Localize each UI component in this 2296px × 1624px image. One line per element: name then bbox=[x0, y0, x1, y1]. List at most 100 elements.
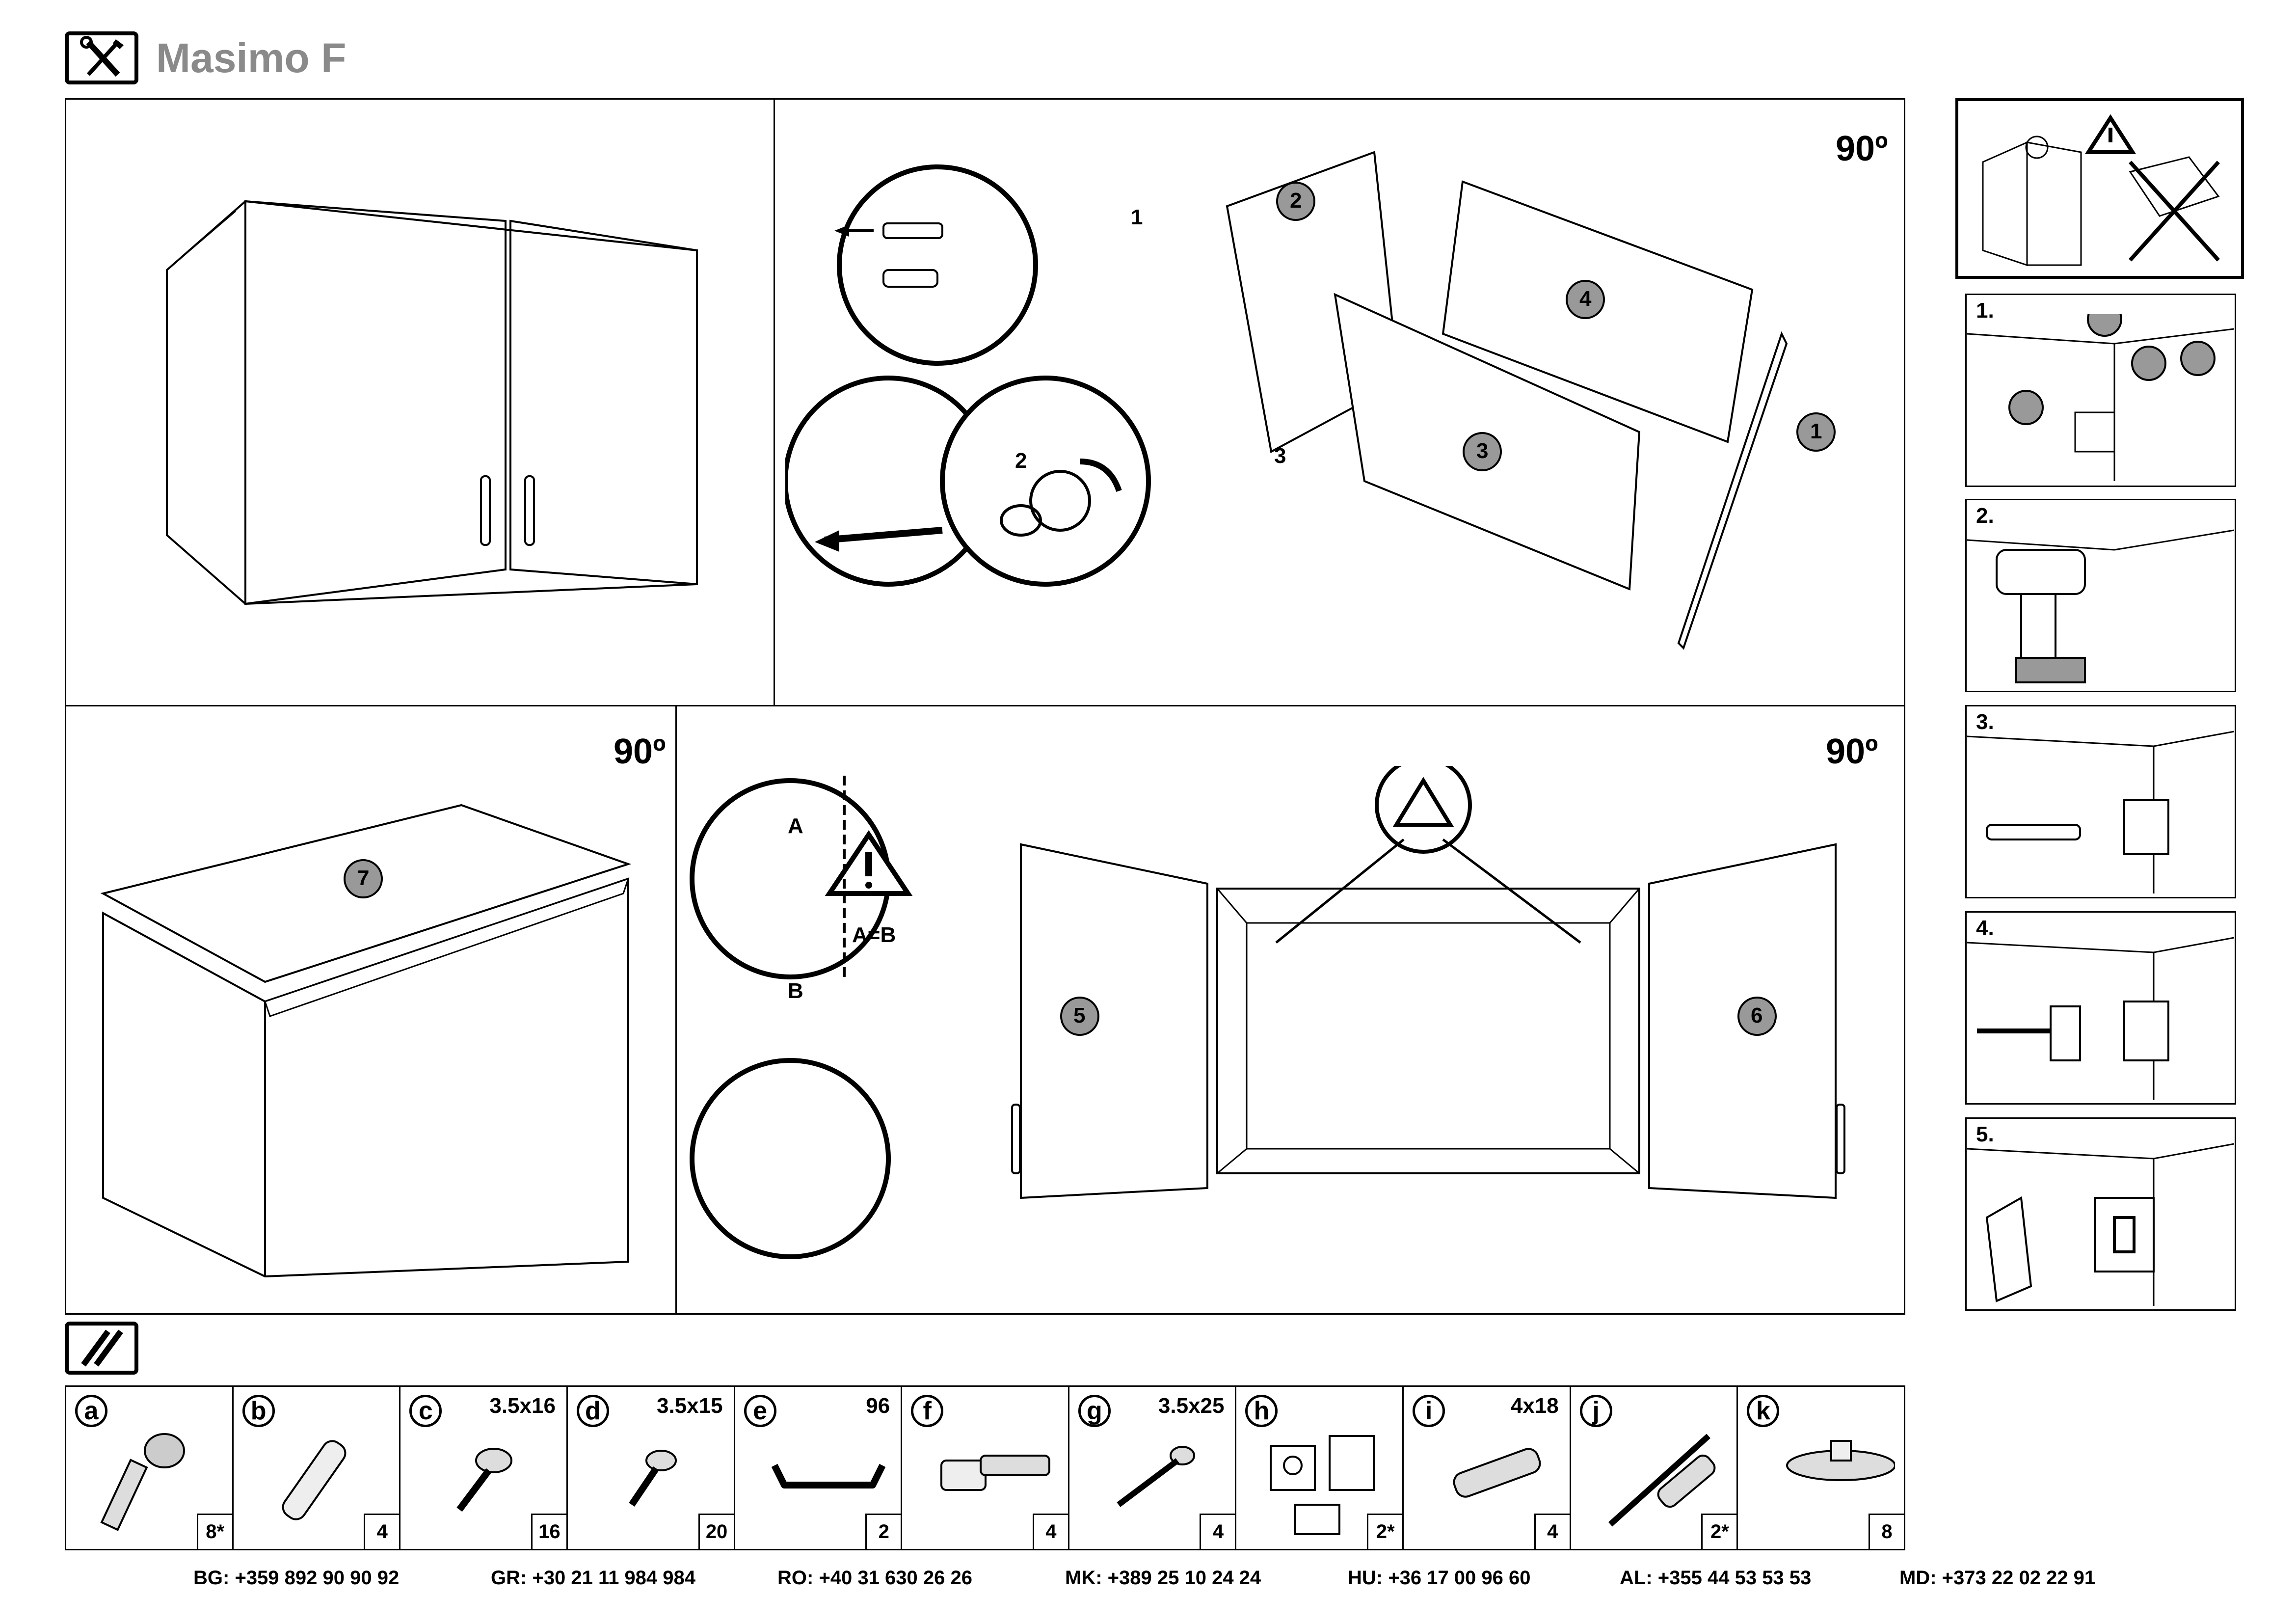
wall-step-1-illustration bbox=[1967, 314, 2234, 481]
screw-icon bbox=[456, 1448, 513, 1512]
part-letter: b bbox=[242, 1395, 275, 1427]
part-quantity: 8 bbox=[1869, 1514, 1904, 1549]
part-size: 3.5x15 bbox=[656, 1394, 723, 1418]
phone-country: MD: bbox=[1899, 1567, 1937, 1589]
frame-divider-v-top bbox=[774, 98, 775, 706]
screw-icon bbox=[1453, 1448, 1541, 1498]
phone-md: MD: +373 22 02 22 91 bbox=[1899, 1567, 2095, 1589]
hinge-equation: A=B bbox=[852, 923, 896, 947]
screw-icon bbox=[1117, 1446, 1195, 1507]
part-quantity: 4 bbox=[364, 1514, 400, 1549]
phone-number: +36 17 00 96 60 bbox=[1388, 1567, 1531, 1589]
rotate-90-label: 90º bbox=[1836, 129, 1888, 168]
wall-step-1-label: 1. bbox=[1976, 298, 1994, 323]
part-b: b 4 bbox=[234, 1387, 401, 1549]
tip-over-warning-illustration bbox=[1982, 114, 2220, 267]
phone-number: +373 22 02 22 91 bbox=[1942, 1567, 2096, 1589]
part-letter: k bbox=[1747, 1395, 1780, 1427]
cam-bolt-icon bbox=[100, 1433, 185, 1531]
phone-country: RO: bbox=[777, 1567, 814, 1589]
phone-number: +40 31 630 26 26 bbox=[819, 1567, 972, 1589]
part-quantity: 4 bbox=[1032, 1514, 1068, 1549]
phone-country: MK: bbox=[1065, 1567, 1102, 1589]
door-assembly-illustration bbox=[1011, 766, 1845, 1199]
wall-step-2-illustration bbox=[1967, 529, 2234, 683]
wall-step-4 bbox=[1965, 911, 2236, 1105]
part-quantity: 2* bbox=[1367, 1514, 1403, 1549]
wall-step-5-label: 5. bbox=[1976, 1122, 1994, 1146]
part-letter: j bbox=[1579, 1395, 1612, 1427]
wall-step-5-illustration bbox=[1967, 1143, 2234, 1306]
phone-country: HU: bbox=[1348, 1567, 1383, 1589]
phone-ro: RO: +40 31 630 26 26 bbox=[777, 1567, 972, 1589]
panel-number-5: 5 bbox=[1073, 1003, 1086, 1028]
wall-step-3-illustration bbox=[1967, 731, 2234, 893]
part-quantity: 20 bbox=[698, 1514, 734, 1549]
panel-number-7: 7 bbox=[357, 866, 370, 890]
phone-hu: HU: +36 17 00 96 60 bbox=[1348, 1567, 1531, 1589]
part-quantity: 4 bbox=[1534, 1514, 1570, 1549]
hinge-icon bbox=[940, 1455, 1051, 1491]
part-quantity: 2 bbox=[865, 1514, 901, 1549]
phone-number: +355 44 53 53 53 bbox=[1657, 1567, 1812, 1589]
top-panel-assembly-illustration bbox=[100, 804, 632, 1278]
part-c: c 3.5x16 16 bbox=[400, 1387, 568, 1549]
part-j: j 2* bbox=[1571, 1387, 1738, 1549]
part-i: i 4x18 4 bbox=[1404, 1387, 1571, 1549]
part-letter: e bbox=[744, 1395, 776, 1427]
phone-country: BG: bbox=[193, 1567, 230, 1589]
part-quantity: 4 bbox=[1200, 1514, 1235, 1549]
phone-al: AL: +355 44 53 53 53 bbox=[1620, 1567, 1811, 1589]
part-d: d 3.5x15 20 bbox=[568, 1387, 735, 1549]
panel-number-1: 1 bbox=[1810, 419, 1822, 443]
frame-divider-h bbox=[65, 705, 1905, 706]
part-letter: d bbox=[576, 1395, 609, 1427]
frame-divider-v-bottom bbox=[675, 705, 677, 1315]
part-letter: g bbox=[1078, 1395, 1111, 1427]
hardware-icon bbox=[65, 1322, 138, 1375]
dowel-icon bbox=[282, 1440, 347, 1520]
phone-country: GR: bbox=[491, 1567, 527, 1589]
wall-step-2 bbox=[1965, 499, 2236, 692]
wall-step-3-label: 3. bbox=[1976, 710, 1994, 734]
hinge-b-label: B bbox=[788, 979, 803, 1003]
callout-number-3: 3 bbox=[1274, 444, 1286, 468]
part-size: 3.5x25 bbox=[1158, 1394, 1225, 1418]
hinge-detail-illustration bbox=[690, 776, 913, 1259]
part-letter: a bbox=[75, 1395, 107, 1427]
handle-icon bbox=[771, 1463, 885, 1489]
callout-number-2: 2 bbox=[1015, 449, 1027, 473]
panel-number-4: 4 bbox=[1579, 287, 1592, 311]
part-e: e 96 2 bbox=[735, 1387, 903, 1549]
phone-country: AL: bbox=[1620, 1567, 1653, 1589]
part-h: h 2* bbox=[1236, 1387, 1404, 1549]
panel-number-6: 6 bbox=[1751, 1003, 1763, 1028]
phone-mk: MK: +389 25 10 24 24 bbox=[1065, 1567, 1261, 1589]
part-quantity: 16 bbox=[531, 1514, 566, 1549]
hinge-a-label: A bbox=[788, 814, 803, 838]
part-size: 4x18 bbox=[1510, 1394, 1559, 1418]
screw-icon bbox=[629, 1450, 677, 1507]
part-k: k 8 bbox=[1738, 1387, 1904, 1549]
parts-list: a 8* b 4 c 3.5x16 16 d 3.5x15 20 e bbox=[65, 1385, 1905, 1550]
panel-number-2: 2 bbox=[1290, 189, 1302, 213]
part-f: f 4 bbox=[902, 1387, 1069, 1549]
phone-number: +389 25 10 24 24 bbox=[1107, 1567, 1261, 1589]
phone-number: +30 21 11 984 984 bbox=[532, 1567, 696, 1589]
wall-step-4-label: 4. bbox=[1976, 916, 1994, 940]
phone-gr: GR: +30 21 11 984 984 bbox=[491, 1567, 695, 1589]
part-letter: h bbox=[1245, 1395, 1278, 1427]
carcass-assembly-illustration bbox=[785, 151, 1836, 650]
document-title: Masimo F bbox=[156, 35, 347, 81]
tools-icon bbox=[65, 31, 138, 84]
part-a: a 8* bbox=[66, 1387, 234, 1549]
part-size: 3.5x16 bbox=[489, 1394, 556, 1418]
part-quantity: 2* bbox=[1701, 1514, 1737, 1549]
part-size: 96 bbox=[866, 1394, 890, 1418]
phone-number: +359 892 90 90 92 bbox=[235, 1567, 400, 1589]
bracket-icon bbox=[1270, 1435, 1375, 1535]
phone-bg: BG: +359 892 90 90 92 bbox=[193, 1567, 399, 1589]
foot-pad-icon bbox=[1786, 1440, 1896, 1481]
part-g: g 3.5x25 4 bbox=[1069, 1387, 1237, 1549]
wall-step-4-illustration bbox=[1967, 937, 2234, 1100]
